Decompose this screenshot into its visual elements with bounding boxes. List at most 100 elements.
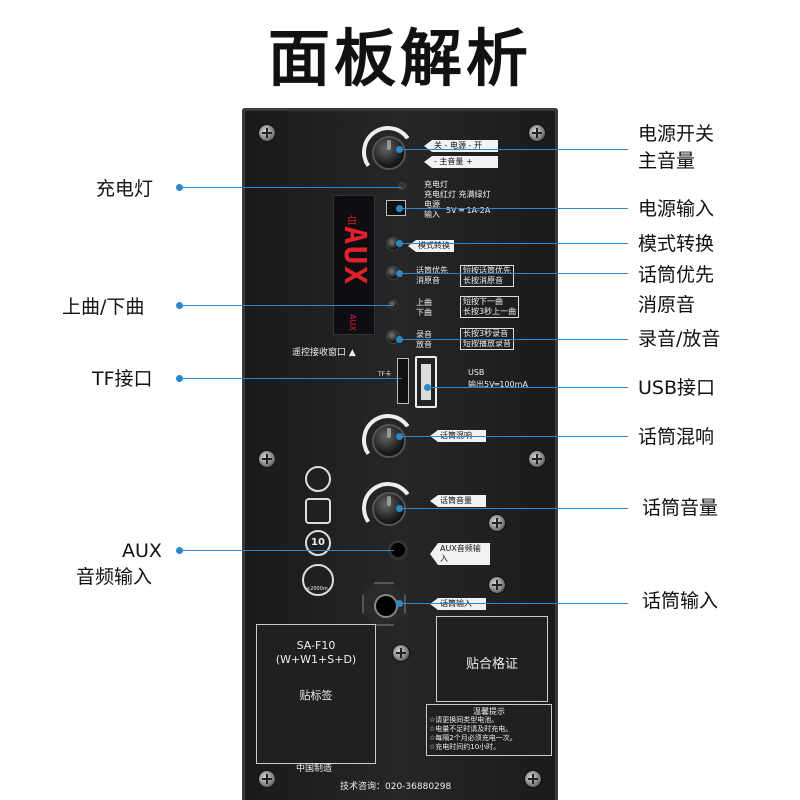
callout-line: [400, 436, 628, 437]
tf-card-slot[interactable]: [397, 358, 409, 404]
model-line-2: (W+W1+S+D): [275, 653, 357, 666]
mode-tag: 模式转换: [408, 240, 454, 252]
screw-icon: [528, 124, 546, 142]
mic-volume-knob[interactable]: [372, 492, 406, 526]
callout-power-switch: 电源开关: [638, 123, 715, 145]
screw-icon: [392, 644, 410, 662]
callout-mic-priority: 话筒优先: [638, 264, 715, 286]
callout-line: [400, 208, 628, 209]
display-bottom-text: AUX: [348, 314, 357, 331]
screw-icon: [488, 514, 506, 532]
callout-line: [428, 387, 628, 388]
callout-dot: [396, 433, 403, 440]
record-box-1: 长按3秒录音: [463, 329, 509, 338]
screw-icon: [258, 770, 276, 788]
callout-line: [180, 378, 402, 379]
tips-title: 温馨提示: [473, 707, 505, 716]
screw-icon: [528, 450, 546, 468]
made-in-label: 中国制造: [296, 764, 333, 774]
callout-line: [400, 273, 628, 274]
track-box: 短按下一曲 长按3秒上一曲: [460, 296, 520, 318]
logo-altitude-text: ≤2000m: [306, 586, 328, 592]
tf-small-label: TF卡: [378, 371, 392, 378]
label-sticker-area: SA-F10 (W+W1+S+D) 贴标签: [256, 624, 376, 764]
charge-text-1: 充电灯: [424, 180, 448, 189]
callout-dot: [176, 547, 183, 554]
power-input-spec: 5V ═ 1A-2A: [446, 206, 491, 215]
callout-main-volume: 主音量: [638, 150, 696, 172]
callout-mic-volume: 话筒音量: [642, 497, 719, 519]
power-volume-knob[interactable]: [372, 136, 406, 170]
mic-reverb-knob[interactable]: [372, 424, 406, 458]
callout-dot: [396, 240, 403, 247]
charge-text-2: 充电红灯 充满绿灯: [424, 190, 491, 199]
page-title: 面板解析: [267, 22, 532, 95]
display-main-text: AUX: [337, 226, 372, 287]
track-box-1: 短按下一曲: [463, 297, 503, 306]
screw-icon: [524, 770, 542, 788]
recycle-10-icon: 10: [305, 530, 331, 556]
callout-dot: [396, 146, 403, 153]
callout-mic-reverb: 话筒混响: [638, 426, 715, 448]
tip-0: ☆请更换同类型电池。: [429, 716, 499, 724]
mic-priority-text-1: 话筒优先: [416, 266, 448, 275]
usb-spec: 输出5V═100mA: [468, 380, 528, 389]
logo-10-text: 10: [311, 537, 325, 548]
record-text-2: 放音: [416, 340, 432, 349]
usb-label: USB: [468, 368, 485, 377]
callout-dot: [424, 384, 431, 391]
record-box-2: 短按播放录音: [463, 339, 511, 348]
screw-icon: [258, 124, 276, 142]
tip-2: ☆每隔2个月必须充电一次。: [429, 734, 517, 742]
heat-warning-icon: [305, 498, 331, 524]
remote-window-label: 遥控接收窗口 ▲: [292, 348, 356, 358]
callout-aux-line1: AUX: [122, 540, 162, 562]
aux-tag: AUX音频输入: [430, 543, 490, 565]
certificate-label: 贴合格证: [465, 657, 518, 672]
callout-vocal-cut: 消原音: [638, 294, 696, 316]
power-tag-top: 关 - 电源 - 开: [424, 140, 498, 152]
callout-usb-port: USB接口: [638, 377, 716, 399]
callout-line: [400, 508, 628, 509]
callout-mic-input: 话筒输入: [642, 590, 719, 612]
callout-line: [400, 149, 628, 150]
callout-mode-switch: 模式转换: [638, 233, 715, 255]
callout-record-play: 录音/放音: [638, 328, 721, 350]
callout-power-input: 电源输入: [638, 198, 715, 220]
callout-dot: [176, 302, 183, 309]
ccc-certification-icon: [305, 466, 331, 492]
hotline-label: 技术咨询：020-36880298: [340, 782, 452, 792]
sticker-label: 贴标签: [299, 689, 333, 702]
mic-priority-box-1: 短按话筒优先: [463, 266, 511, 275]
mic-volume-tag: 话筒音量: [430, 495, 486, 507]
tip-1: ☆电量不足时请及时充电。: [429, 725, 513, 733]
track-text-1: 上曲: [416, 298, 432, 307]
callout-dot: [396, 205, 403, 212]
callout-dot: [396, 336, 403, 343]
screw-icon: [258, 450, 276, 468]
callout-dot: [176, 375, 183, 382]
callout-prev-next: 上曲/下曲: [62, 296, 145, 318]
power-tag-bottom: - 主音量 +: [424, 156, 498, 168]
power-input-label-2: 输入: [424, 210, 440, 219]
callout-line: [400, 603, 628, 604]
callout-dot: [396, 505, 403, 512]
display-top-glyph: 白: [347, 216, 357, 227]
callout-line: [400, 243, 628, 244]
mic-priority-box: 短按话筒优先 长按消原音: [460, 265, 514, 287]
callout-dot: [176, 184, 183, 191]
callout-line: [180, 550, 394, 551]
callout-dot: [396, 600, 403, 607]
mic-input-tag: 话筒输入: [430, 598, 486, 610]
usb-port[interactable]: [415, 356, 437, 408]
model-line-1: SA-F10: [296, 639, 336, 652]
callout-dot: [396, 270, 403, 277]
callout-line: [180, 305, 392, 306]
callout-line: [180, 187, 402, 188]
power-input-label-1: 电源: [424, 200, 440, 209]
mic-priority-text-2: 消原音: [416, 276, 440, 285]
led-display: 白 AUX AUX: [333, 195, 375, 335]
callout-charge-light: 充电灯: [96, 178, 154, 200]
track-box-2: 长按3秒上一曲: [463, 307, 517, 316]
charge-led: [398, 182, 406, 190]
